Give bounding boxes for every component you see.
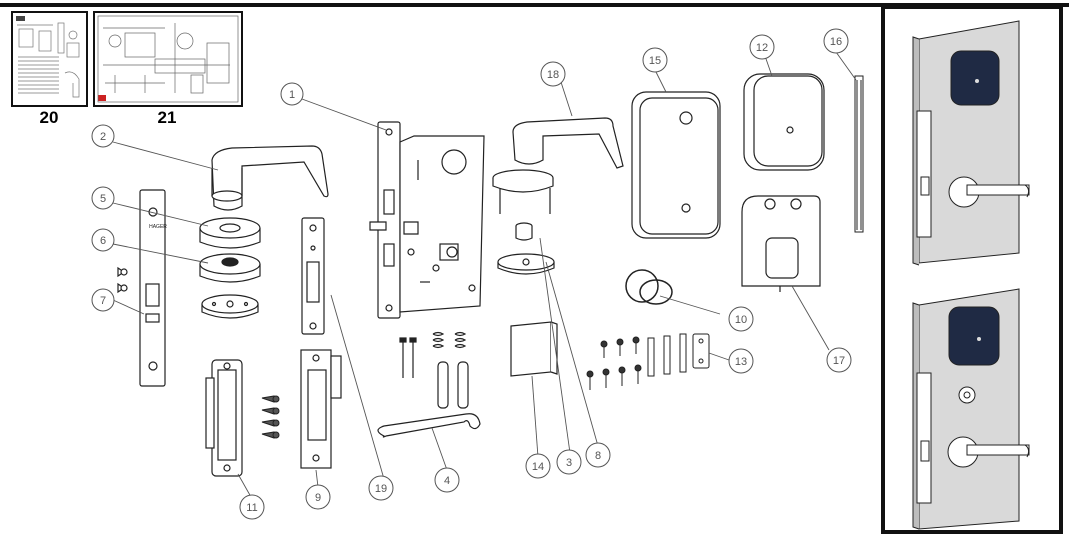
part-18-outside-lever (492, 117, 624, 214)
callout-10 (728, 306, 754, 332)
callout-18 (540, 61, 566, 87)
part-11-strike-box (205, 359, 243, 477)
part-16-strip (854, 75, 864, 233)
callout-19-label: 19 (375, 483, 387, 495)
callout-6-label: 6 (100, 235, 106, 247)
part-17-gasket (741, 195, 821, 292)
callout-5 (91, 186, 115, 210)
thumbnail-label-21: 21 (157, 108, 177, 127)
part-5-rose (199, 217, 261, 249)
callout-13 (728, 348, 754, 374)
callout-12-label: 12 (756, 42, 768, 54)
callout-16-label: 16 (830, 36, 842, 48)
thumbnail-page-21-preview (97, 15, 239, 103)
part-13-screws-standoffs (586, 333, 710, 390)
callout-13-label: 13 (735, 356, 747, 368)
faceplate-brand: HAGER (149, 224, 167, 230)
callout-9-label: 9 (315, 492, 321, 504)
top-rule (0, 3, 1069, 7)
installed-view-bottom (912, 288, 1030, 530)
callout-2 (91, 124, 115, 148)
callout-15 (642, 47, 668, 73)
callout-12 (749, 34, 775, 60)
callout-7-label: 7 (100, 295, 106, 307)
callout-4-label: 4 (444, 475, 450, 487)
exploded-parts-drawing: HAGER (91, 28, 864, 520)
part-6-spring-rose (199, 253, 261, 283)
part-12-reader-cover (743, 73, 825, 171)
rose-mounting-plate-left (201, 294, 259, 319)
callout-9 (305, 484, 331, 510)
strike-screws (261, 395, 280, 439)
callout-19 (368, 475, 394, 501)
callout-17-label: 17 (833, 355, 845, 367)
part-10-o-rings (625, 269, 673, 305)
thumbnail-page-21[interactable] (93, 11, 243, 107)
callout-6 (91, 228, 115, 252)
callout-14 (525, 453, 551, 479)
callout-8 (585, 442, 611, 468)
callout-15-label: 15 (649, 55, 661, 67)
installed-view-top (912, 20, 1030, 266)
callouts (91, 28, 852, 520)
callout-4 (434, 467, 460, 493)
callout-3-label: 3 (566, 457, 572, 469)
part-7-faceplate (117, 189, 166, 387)
callout-10-label: 10 (735, 314, 747, 326)
part-3-spacer (515, 222, 533, 241)
callout-1-label: 1 (289, 89, 295, 101)
part-14-foam-block (510, 321, 558, 377)
part-2-lever-handle (211, 145, 329, 211)
callout-leaders (112, 51, 857, 498)
callout-3 (556, 449, 582, 475)
part-15-back-housing (631, 91, 721, 239)
part-1-mortise-body (369, 121, 485, 319)
thumbnail-page-20-preview (16, 16, 80, 98)
installed-view-drawings (912, 20, 1030, 530)
callout-8-label: 8 (595, 450, 601, 462)
part-19-armored-front (301, 217, 325, 335)
callout-11 (239, 494, 265, 520)
callout-18-label: 18 (547, 69, 559, 81)
callout-14-label: 14 (532, 461, 544, 473)
part-4-tool-and-pins (377, 331, 481, 438)
thumbnail-page-20[interactable] (11, 11, 88, 107)
part-8-mounting-plate (497, 253, 555, 275)
installed-view-panel (881, 5, 1063, 534)
callout-7 (91, 288, 115, 312)
part-9-strike-plate (300, 349, 342, 469)
thumbnail-label-20: 20 (39, 108, 59, 127)
callout-2-label: 2 (100, 131, 106, 143)
callout-1 (280, 82, 304, 106)
callout-11-label: 11 (246, 502, 257, 514)
callout-17 (826, 347, 852, 373)
callout-16 (823, 28, 849, 54)
callout-5-label: 5 (100, 193, 106, 205)
